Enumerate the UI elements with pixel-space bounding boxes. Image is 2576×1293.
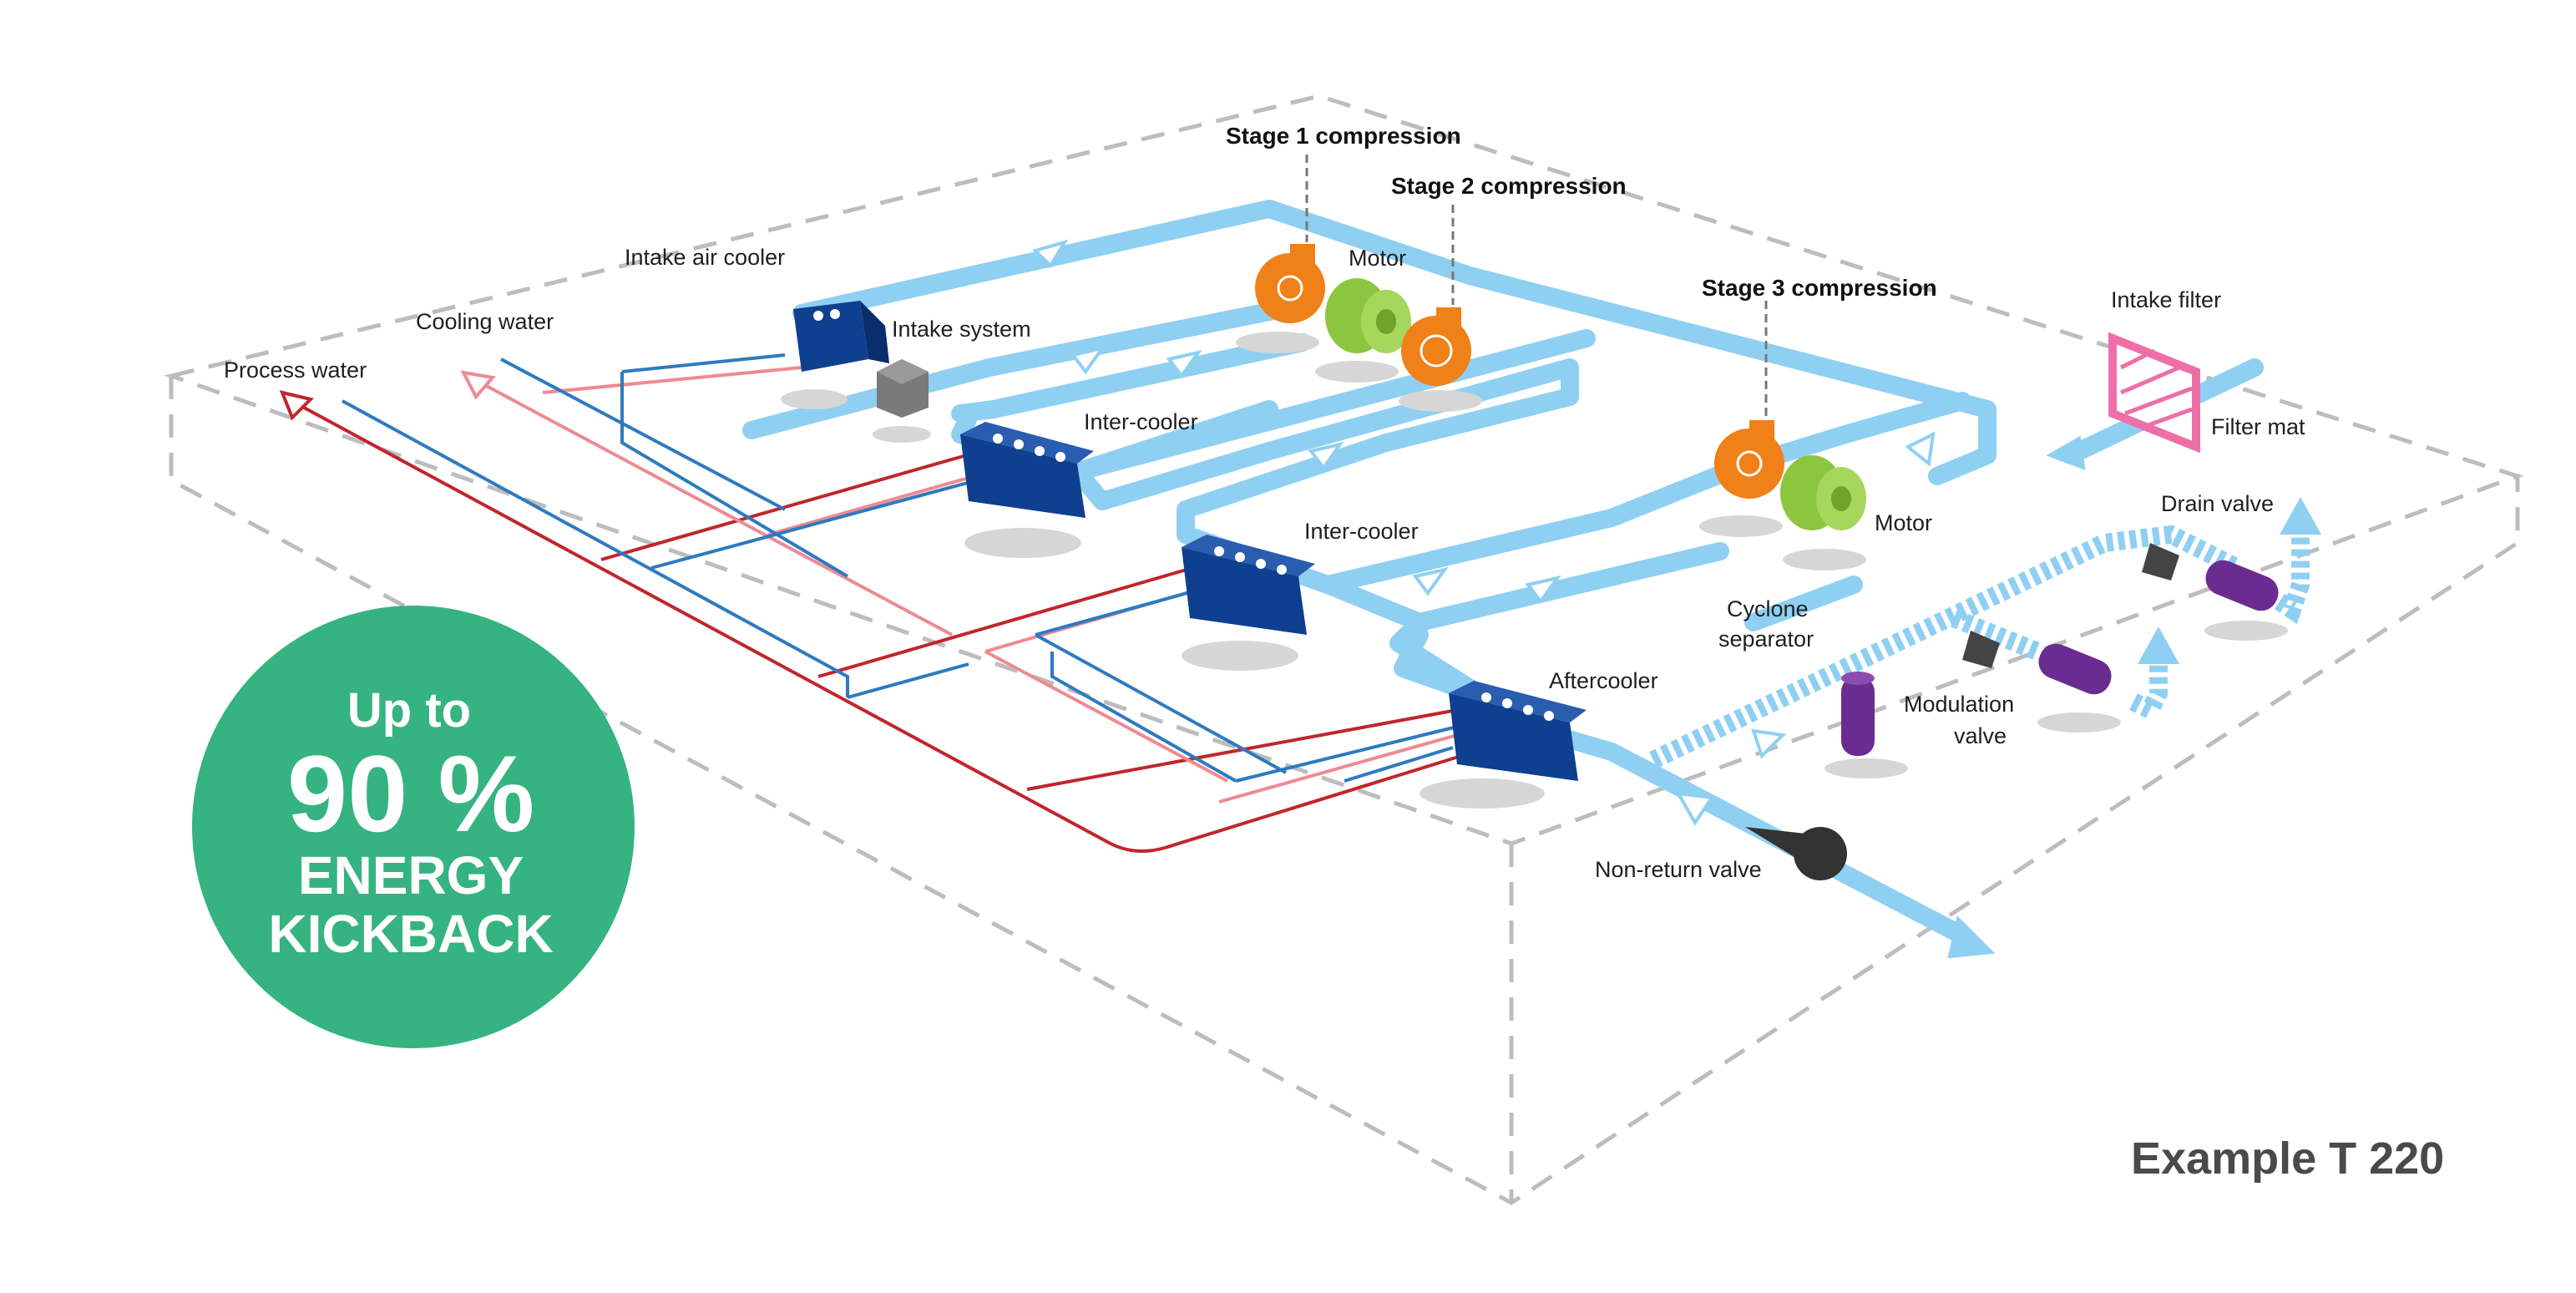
cooling-water-supply-lines bbox=[342, 353, 1458, 783]
label-cyclone-separator-1: Cyclone bbox=[1727, 596, 1809, 621]
label-drain-valve: Drain valve bbox=[2161, 491, 2274, 516]
label-intake-filter: Intake filter bbox=[2111, 287, 2221, 312]
label-filter-mat: Filter mat bbox=[2211, 414, 2305, 439]
component-shadows bbox=[781, 332, 2288, 809]
air-flow-arrows bbox=[1032, 239, 2086, 959]
label-process-water: Process water bbox=[224, 357, 367, 383]
modulation-valve-up-arrow bbox=[2138, 626, 2179, 664]
label-inter-cooler-1: Inter-cooler bbox=[1084, 409, 1198, 434]
label-cyclone-separator-2: separator bbox=[1718, 626, 1814, 652]
process-water-arrow bbox=[279, 390, 314, 421]
label-non-return-valve: Non-return valve bbox=[1595, 857, 1762, 882]
leader-lines bbox=[1305, 155, 1768, 418]
badge-line-4: KICKBACK bbox=[268, 904, 553, 964]
badge-line-2: 90 % bbox=[287, 733, 534, 854]
badge-line-3: ENERGY bbox=[298, 845, 524, 905]
drain-valve bbox=[2142, 543, 2279, 611]
drain-line bbox=[1649, 525, 2310, 768]
label-cooling-water: Cooling water bbox=[416, 309, 554, 334]
modulation-valve bbox=[1962, 631, 2112, 695]
label-intake-air-cooler: Intake air cooler bbox=[625, 245, 785, 270]
label-modulation-valve-2: valve bbox=[1954, 723, 2007, 748]
motor-1 bbox=[1325, 278, 1411, 353]
label-stage-1: Stage 1 compression bbox=[1226, 123, 1461, 149]
label-motor-2: Motor bbox=[1875, 510, 1932, 535]
example-caption: Example T 220 bbox=[2131, 1133, 2444, 1184]
badge-line-1: Up to bbox=[347, 683, 471, 738]
motor-2 bbox=[1780, 455, 1866, 530]
energy-kickback-badge: Up to 90 % ENERGY KICKBACK bbox=[192, 606, 635, 1048]
intake-air-cooler bbox=[793, 301, 889, 372]
non-return-valve bbox=[1745, 827, 1847, 880]
label-inter-cooler-2: Inter-cooler bbox=[1304, 519, 1419, 544]
label-intake-system: Intake system bbox=[892, 317, 1031, 342]
aftercooler-unit bbox=[1449, 681, 1587, 781]
air-pipes bbox=[742, 200, 2264, 945]
intake-system-box bbox=[877, 359, 929, 418]
label-aftercooler: Aftercooler bbox=[1549, 668, 1658, 693]
stage-2-compressor bbox=[1401, 307, 1471, 386]
label-stage-2: Stage 2 compression bbox=[1391, 173, 1627, 199]
inter-cooler-2 bbox=[1182, 535, 1315, 635]
label-motor-1: Motor bbox=[1349, 246, 1406, 271]
cyclone-separator bbox=[1841, 672, 1875, 756]
drain-valve-up-arrow bbox=[2280, 497, 2321, 535]
label-modulation-valve-1: Modulation bbox=[1904, 692, 2014, 717]
intake-filter bbox=[2108, 332, 2200, 454]
label-stage-3: Stage 3 compression bbox=[1702, 275, 1937, 301]
cooling-water-arrow bbox=[460, 370, 496, 400]
stage-3-compressor bbox=[1714, 420, 1784, 499]
platform-outline bbox=[164, 94, 2524, 1205]
stage-1-compressor bbox=[1255, 244, 1325, 323]
inter-cooler-1 bbox=[960, 422, 1094, 518]
